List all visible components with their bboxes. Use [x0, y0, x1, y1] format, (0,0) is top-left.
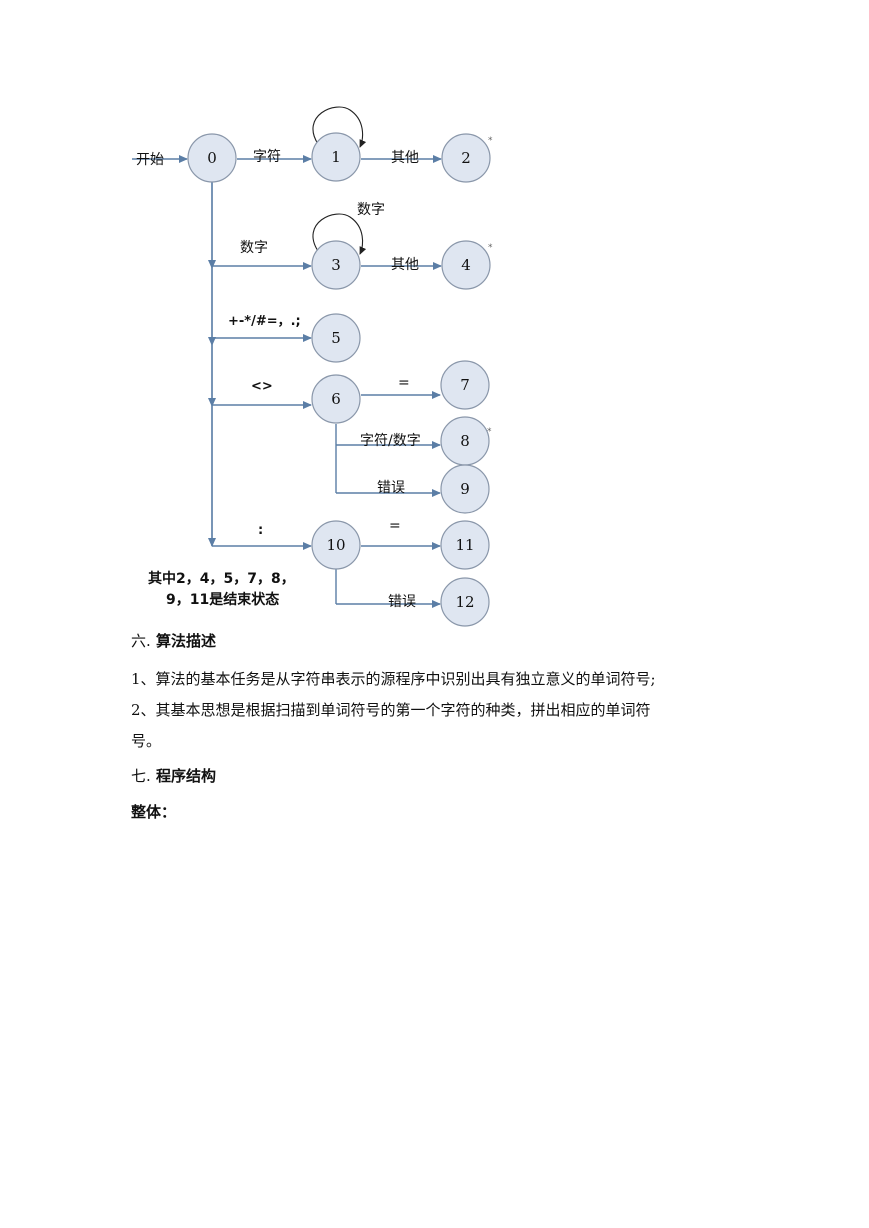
- section-six: 六. 算法描述: [131, 630, 771, 651]
- state-9: 9: [440, 464, 490, 514]
- section-seven-number: 七.: [131, 767, 151, 785]
- section-six-number: 六.: [131, 632, 151, 650]
- paragraph-line: 号。: [131, 732, 162, 750]
- edge-label-0-10: :: [258, 523, 263, 538]
- edge-label-6-9: 错误: [377, 480, 405, 496]
- section-seven-heading: 七. 程序结构: [131, 765, 771, 786]
- section-seven-title: 程序结构: [156, 767, 217, 785]
- whole-label-block: 整体：: [131, 801, 771, 822]
- state-label: 6: [331, 390, 341, 408]
- state-label: 9: [460, 480, 470, 498]
- state-4: 4: [441, 240, 491, 290]
- state-label: 3: [331, 256, 341, 274]
- state-5: 5: [311, 313, 361, 363]
- edge-label-3-4: 其他: [391, 257, 419, 273]
- edge-label-10-12: 错误: [388, 594, 416, 610]
- final-states-note-line2: 9，11是结束状态: [166, 591, 279, 608]
- loop-3: [312, 213, 367, 255]
- para-1: 1、算法的基本任务是从字符串表示的源程序中识别出具有独立意义的单词符号;: [131, 664, 771, 695]
- state-label: 2: [461, 149, 471, 167]
- state-12: 12: [440, 577, 490, 627]
- state-label: 10: [326, 536, 345, 554]
- edge-label-10-11: =: [389, 518, 401, 534]
- star-mark-4: *: [488, 243, 493, 253]
- para-2: 2、其基本思想是根据扫描到单词符号的第一个字符的种类，拼出相应的单词符 号。: [131, 695, 771, 757]
- final-states-note-line1: 其中2，4，5，7，8，: [148, 570, 295, 587]
- state-6: 6: [311, 374, 361, 424]
- section-seven: 七. 程序结构: [131, 765, 771, 786]
- state-11: 11: [440, 520, 490, 570]
- edge-label-6-8: 字符/数字: [360, 433, 421, 449]
- edge-label-1-2: 其他: [391, 150, 419, 166]
- start-label: 开始: [136, 152, 164, 168]
- edge-label-6-7: =: [398, 375, 410, 391]
- state-transition-diagram: 开始 字符 其他 数字 数字 其他 +-*/#=，.; <> = 字符/数字 错…: [132, 106, 493, 627]
- state-label: 0: [207, 149, 217, 167]
- state-label: 8: [460, 432, 470, 450]
- state-7: 7: [440, 360, 490, 410]
- state-0: 0: [187, 133, 237, 183]
- state-label: 5: [331, 329, 341, 347]
- edge-label-0-3: 数字: [240, 240, 268, 256]
- state-label: 1: [331, 148, 341, 166]
- state-label: 12: [455, 593, 474, 611]
- state-label: 4: [461, 256, 471, 274]
- section-six-heading: 六. 算法描述: [131, 630, 771, 651]
- paragraph-line: 2、其基本思想是根据扫描到单词符号的第一个字符的种类，拼出相应的单词符: [131, 701, 651, 719]
- loop-label-3: 数字: [357, 202, 385, 218]
- star-mark-8: *: [487, 427, 492, 437]
- state-1: 1: [311, 132, 361, 182]
- state-8: 8: [440, 416, 490, 466]
- star-mark-2: *: [488, 136, 493, 146]
- state-label: 11: [455, 536, 474, 554]
- state-10: 10: [311, 520, 361, 570]
- state-label: 7: [460, 376, 470, 394]
- whole-label: 整体：: [131, 803, 177, 821]
- edge-label-0-5: +-*/#=，.;: [228, 314, 301, 329]
- paragraph: 1、算法的基本任务是从字符串表示的源程序中识别出具有独立意义的单词符号;: [131, 670, 656, 688]
- section-six-title: 算法描述: [156, 632, 217, 650]
- edge-label-0-1: 字符: [253, 149, 281, 165]
- state-3: 3: [311, 240, 361, 290]
- edge-label-0-6: <>: [251, 379, 273, 394]
- loop-1: [312, 106, 367, 148]
- state-2: 2: [441, 133, 491, 183]
